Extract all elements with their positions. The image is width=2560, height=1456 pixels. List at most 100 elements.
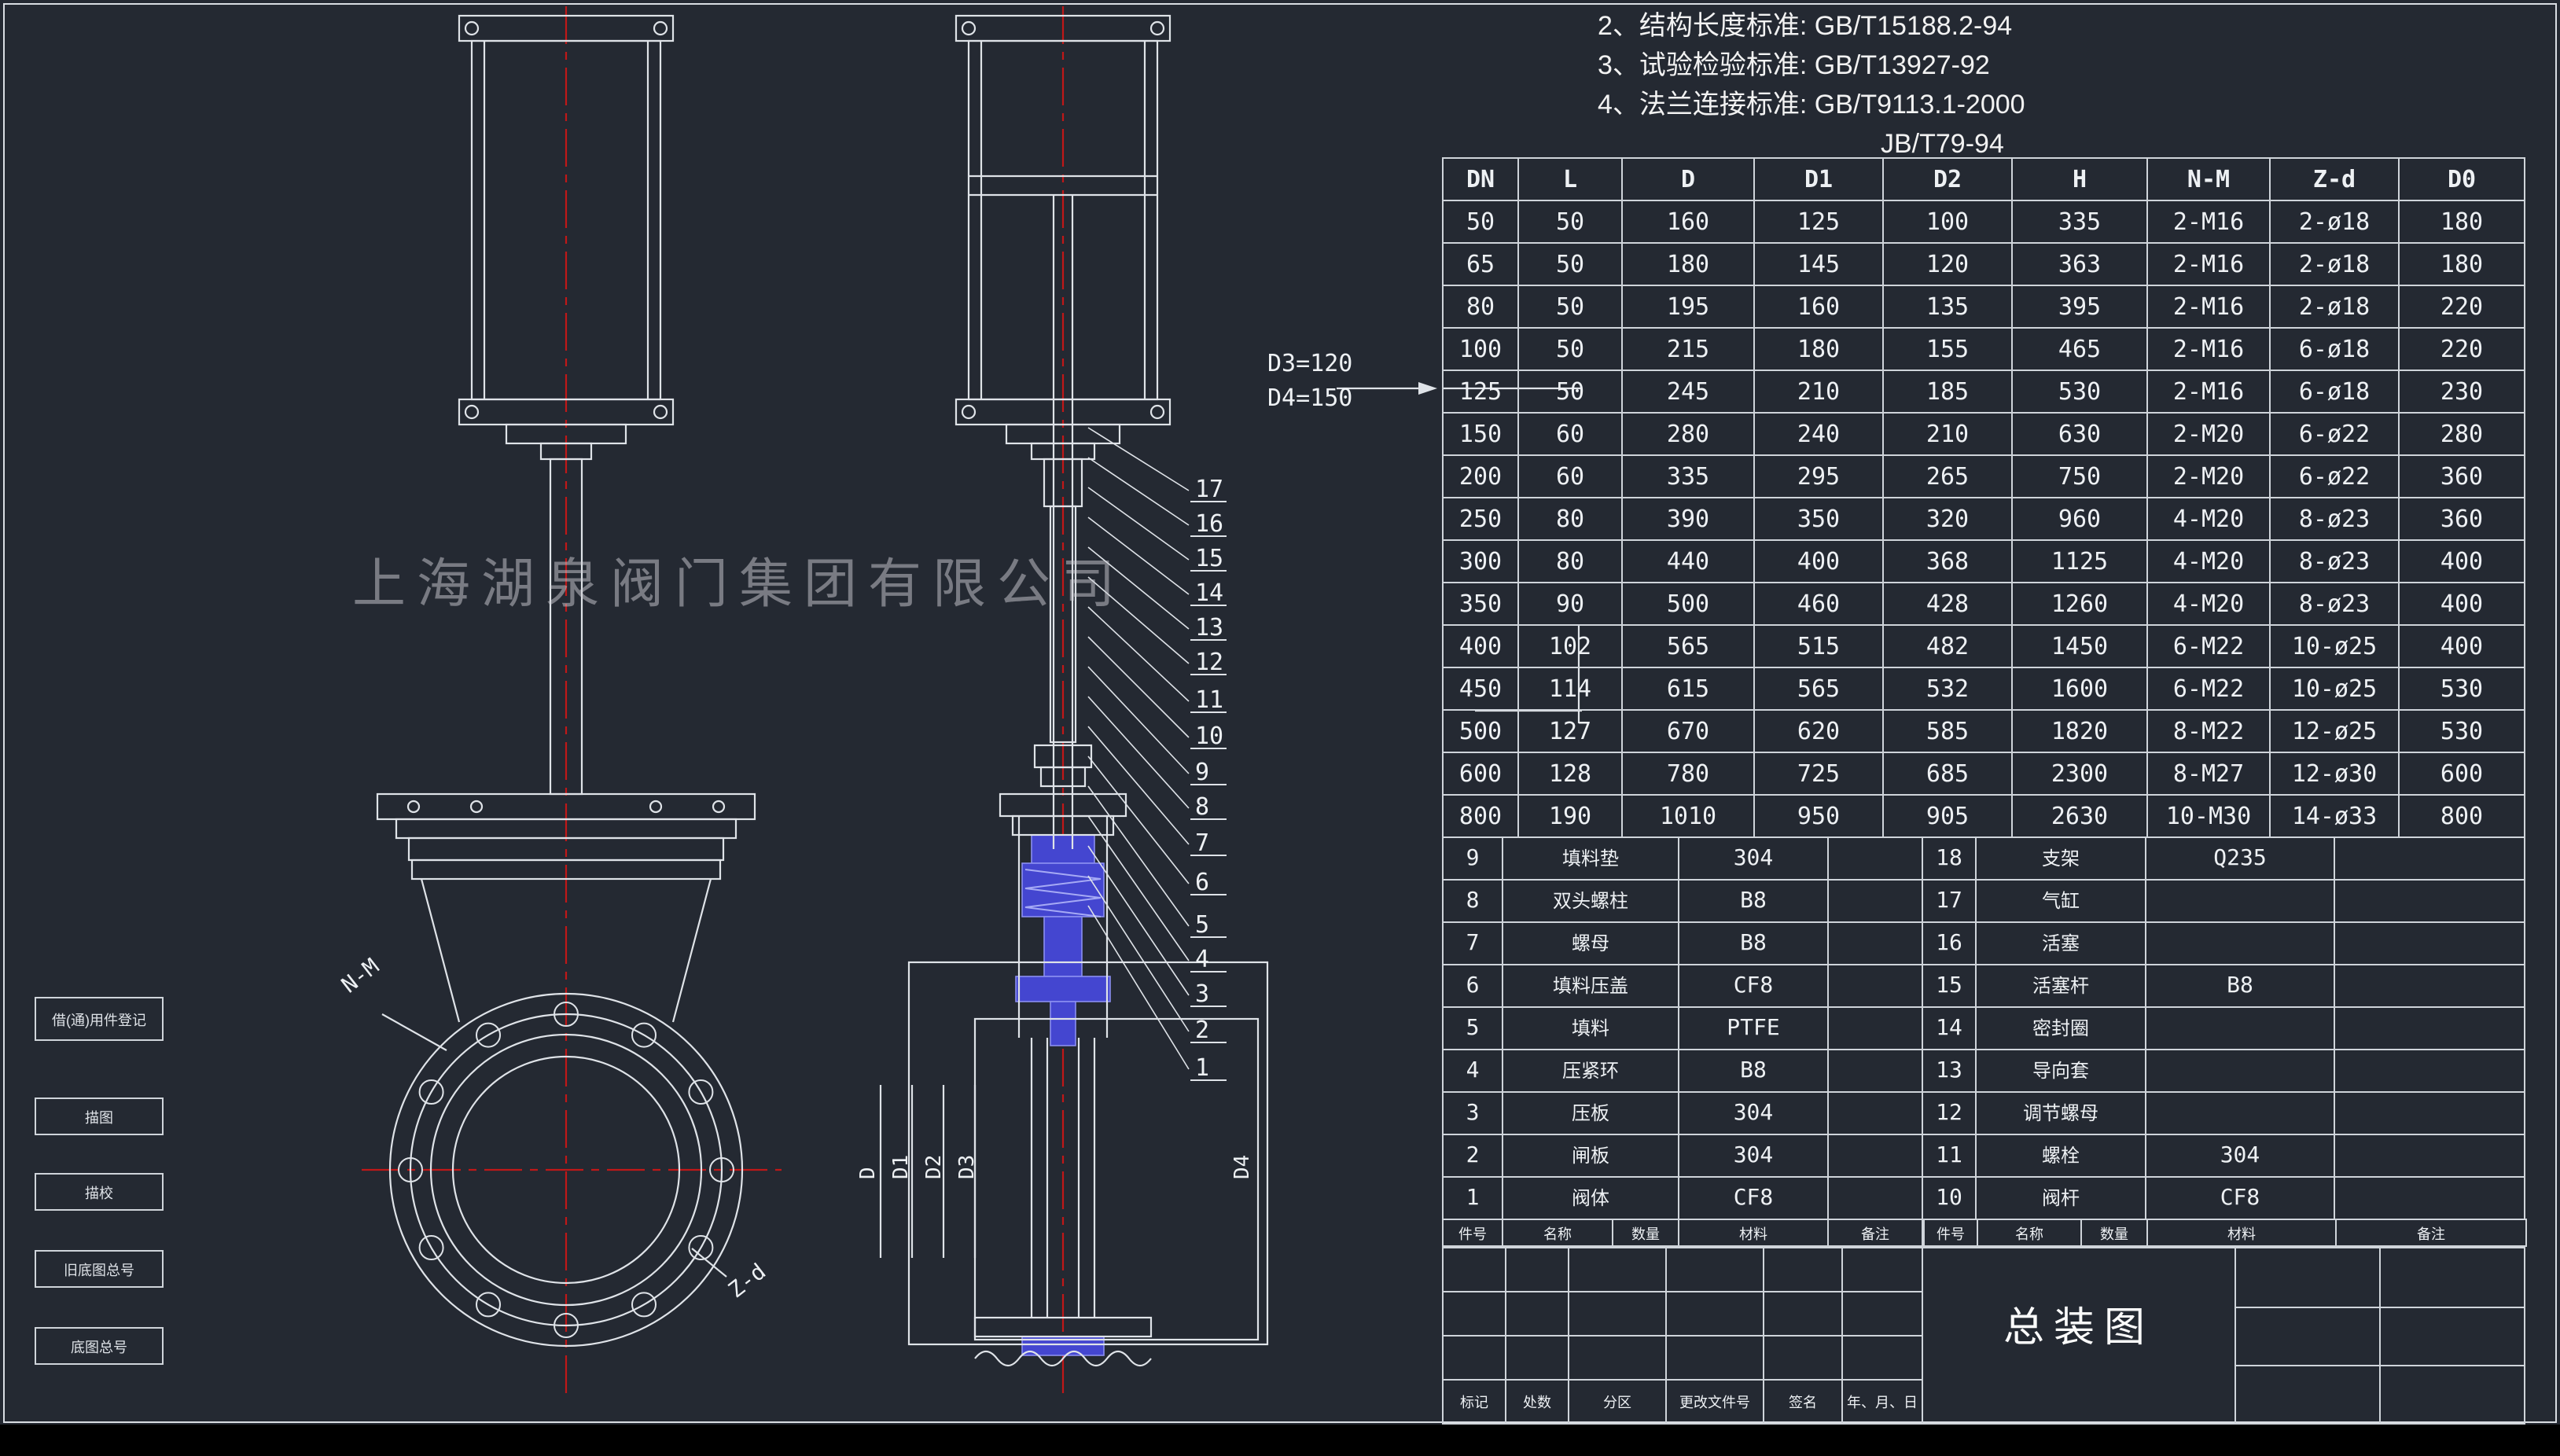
spec-cell: 128 <box>1517 752 1623 796</box>
spec-cell: 4-M20 <box>2146 539 2271 583</box>
spec-cell: 6-M22 <box>2146 624 2271 668</box>
callout-number: 9 <box>1195 759 1209 786</box>
part-material <box>2145 921 2335 965</box>
spec-cell: 220 <box>2398 285 2525 329</box>
bolt-hole <box>418 1235 444 1260</box>
callout-leader <box>1087 636 1190 738</box>
note-line-4: 4、法兰连接标准: GB/T9113.1-2000 <box>1598 90 2025 119</box>
bolt-hole <box>554 1002 579 1027</box>
spec-cell: 180 <box>1753 327 1884 371</box>
title-block-divider <box>2234 1307 2524 1308</box>
dim-d4: D4 <box>1230 1155 1254 1179</box>
change-record-cell <box>1665 1247 1764 1292</box>
change-record-row <box>1442 1335 1923 1381</box>
spec-cell: 102 <box>1517 624 1623 668</box>
part-name: 压紧环 <box>1502 1049 1679 1093</box>
spec-cell: 100 <box>1882 200 2013 244</box>
spec-cell: 2-M16 <box>2146 285 2271 329</box>
callout-number: 15 <box>1195 545 1223 572</box>
part-name: 螺母 <box>1502 921 1679 965</box>
spec-cell: 2-M20 <box>2146 454 2271 498</box>
spec-cell: 14-ø33 <box>2269 794 2400 838</box>
spec-cell: 100 <box>1442 327 1519 371</box>
spec-cell: 127 <box>1517 709 1623 753</box>
change-record-cell <box>1665 1335 1764 1381</box>
parts-header-cell: 件号 <box>1923 1219 1978 1247</box>
spec-cell: 210 <box>1753 370 1884 414</box>
change-record-cell <box>1442 1291 1506 1337</box>
callout-number: 11 <box>1195 686 1223 714</box>
spec-cell: 1450 <box>2011 624 2148 668</box>
spec-cell: 80 <box>1517 497 1623 541</box>
part-blank <box>1827 921 1923 965</box>
spec-cell: 10-ø25 <box>2269 667 2400 711</box>
part-material: CF8 <box>1678 1176 1829 1220</box>
callout-leader <box>1087 726 1190 845</box>
spec-cell: 155 <box>1882 327 2013 371</box>
spec-cell: 2-M16 <box>2146 370 2271 414</box>
spec-cell: 114 <box>1517 667 1623 711</box>
spec-cell: 190 <box>1517 794 1623 838</box>
change-record-cell: 处数 <box>1505 1379 1569 1425</box>
part-name: 活塞 <box>1975 921 2146 965</box>
spec-cell: 670 <box>1621 709 1755 753</box>
spec-cell: 150 <box>1442 412 1519 456</box>
spec-cell: 65 <box>1442 242 1519 286</box>
dim-d: D <box>856 1167 880 1179</box>
margin-box-master-no: 底图总号 <box>35 1327 164 1365</box>
change-record-cell <box>1841 1291 1923 1337</box>
callout-leader <box>1087 576 1190 664</box>
part-material: 304 <box>1678 1134 1829 1178</box>
spec-cell: 600 <box>1442 752 1519 796</box>
spec-cell: 240 <box>1753 412 1884 456</box>
spec-cell: 1125 <box>2011 539 2148 583</box>
d3-note: D3=120 <box>1267 350 1352 377</box>
part-blank <box>2334 1006 2525 1050</box>
spec-cell: 395 <box>2011 285 2148 329</box>
part-number: 14 <box>1922 1006 1977 1050</box>
callout-leader <box>1087 756 1190 884</box>
watermark: 上海湖泉阀门集团有限公司 <box>352 553 1126 616</box>
spec-cell: 10-M30 <box>2146 794 2271 838</box>
part-number: 6 <box>1442 964 1503 1008</box>
parts-header-cell: 材料 <box>1678 1219 1829 1247</box>
part-material: 304 <box>2145 1134 2335 1178</box>
part-blank <box>1827 1134 1923 1178</box>
spec-cell: 565 <box>1621 624 1755 668</box>
spec-cell: 960 <box>2011 497 2148 541</box>
spec-cell: 4-M20 <box>2146 497 2271 541</box>
spec-cell: 530 <box>2398 709 2525 753</box>
margin-box-borrowed-parts: 借(通)用件登记 <box>35 997 164 1041</box>
bolt-hole <box>418 1079 444 1105</box>
spec-cell: 368 <box>1882 539 2013 583</box>
callout-leader <box>1087 487 1190 561</box>
spec-cell: 50 <box>1517 370 1623 414</box>
part-material: B8 <box>1678 1049 1829 1093</box>
spec-cell: 460 <box>1753 582 1884 626</box>
change-record-cell <box>1442 1335 1506 1381</box>
part-name: 气缸 <box>1975 879 2146 923</box>
note-line-4b: JB/T79-94 <box>1881 129 2004 159</box>
margin-box-trace-check: 描校 <box>35 1173 164 1211</box>
part-blank <box>1827 836 1923 881</box>
callout-number: 7 <box>1195 829 1209 857</box>
spec-cell: 465 <box>2011 327 2148 371</box>
title-block-divider <box>2379 1248 2381 1423</box>
d4-note: D4=150 <box>1267 384 1352 412</box>
title-block-divider <box>2234 1248 2236 1423</box>
bolt-hole <box>554 1313 579 1338</box>
parts-header-cell: 备注 <box>2335 1219 2527 1247</box>
part-material: PTFE <box>1678 1006 1829 1050</box>
bolt-hole <box>631 1022 657 1048</box>
spec-cell: 12-ø30 <box>2269 752 2400 796</box>
note-line-3: 3、试验检验标准: GB/T13927-92 <box>1598 50 1990 80</box>
standards-notes: 2、结构长度标准: GB/T15188.2-94 3、试验检验标准: GB/T1… <box>1598 6 2025 164</box>
